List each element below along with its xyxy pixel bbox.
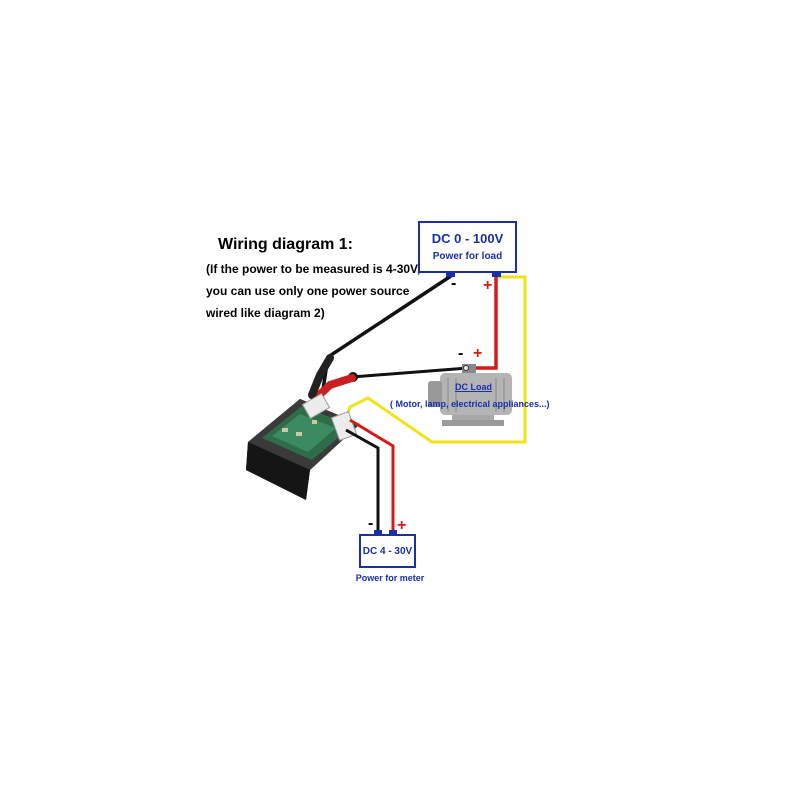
- meter-red-wire: [349, 418, 395, 534]
- caption-line-1: (If the power to be measured is 4-30V,: [206, 262, 421, 276]
- load-supply-plus-sign: +: [483, 277, 493, 294]
- load-minus-sign: -: [458, 345, 464, 362]
- load-supply-label: Power for load: [432, 251, 503, 262]
- meter-supply-plus-terminal: [389, 530, 397, 535]
- voltmeter-module: [246, 392, 360, 500]
- load-plus-sign: +: [473, 345, 483, 362]
- dc-load-label: DC Load: [455, 382, 492, 392]
- meter-supply-voltage: DC 4 - 30V: [362, 546, 413, 557]
- dc-load-description: ( Motor, lamp, electrical appliances...): [390, 399, 550, 409]
- caption-line-2: you can use only one power source: [206, 284, 410, 298]
- caption-line-3: wired like diagram 2): [206, 306, 325, 320]
- diagram-title: Wiring diagram 1:: [218, 236, 353, 253]
- load-supply-minus-sign: -: [451, 275, 457, 292]
- thick-black-wire-to-load: [351, 366, 469, 379]
- red-wire-load-supply: [474, 276, 498, 370]
- load-supply-voltage: DC 0 - 100V: [431, 231, 504, 246]
- meter-supply-minus-sign: -: [368, 515, 374, 532]
- meter-black-wire: [345, 428, 380, 534]
- load-power-supply-box: DC 0 - 100V Power for load: [418, 221, 517, 273]
- meter-supply-plus-sign: +: [397, 517, 407, 534]
- yellow-wire: [344, 275, 527, 444]
- meter-power-supply-box: DC 4 - 30V: [359, 534, 416, 568]
- meter-supply-minus-terminal: [374, 530, 382, 535]
- load-supply-minus-terminal: [446, 271, 455, 277]
- dc-load-motor: [428, 364, 512, 426]
- load-supply-plus-terminal: [492, 271, 501, 277]
- thick-black-cable: [308, 354, 334, 399]
- wiring-caption: Wiring diagram 1: (If the power to be me…: [206, 236, 526, 320]
- meter-supply-label: Power for meter: [355, 573, 425, 583]
